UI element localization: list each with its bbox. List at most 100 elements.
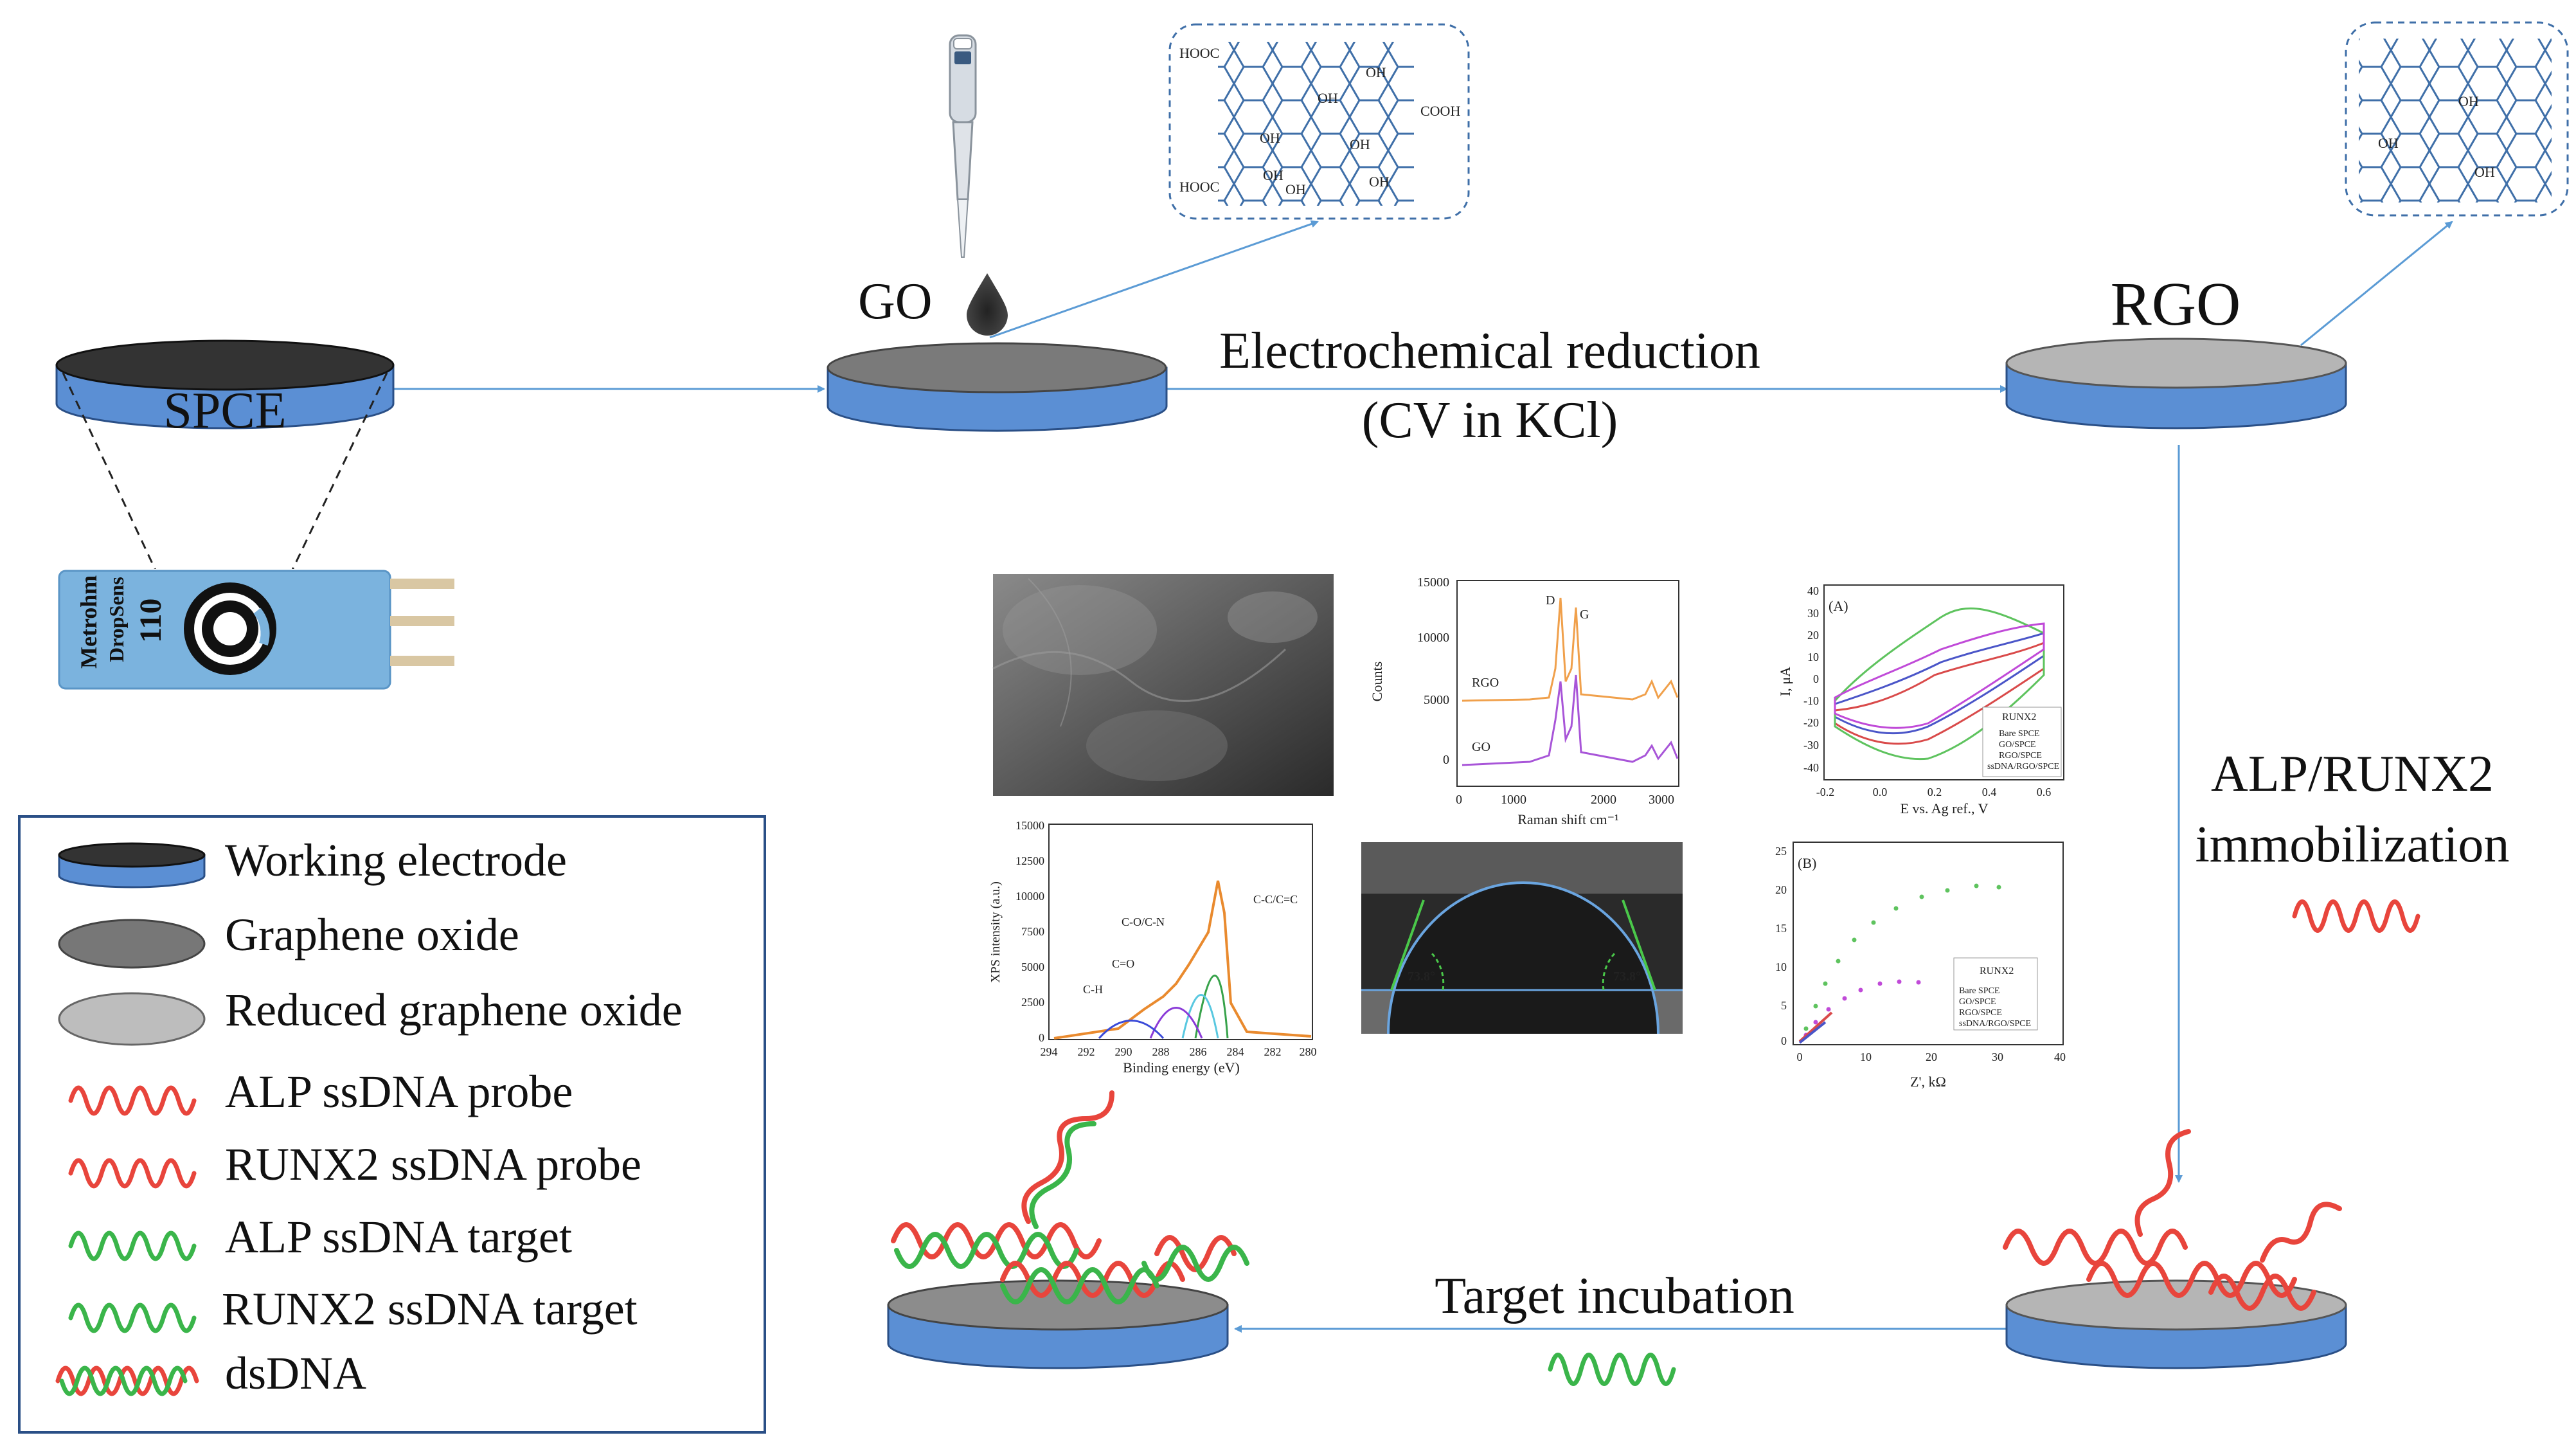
raman-go-curve xyxy=(1462,674,1679,766)
eis-chart: (B) 25 20 15 10 5 0 0 10 20 30 40 Z', kΩ xyxy=(1775,842,2066,1090)
raman-ytick-3: 5000 xyxy=(1424,693,1449,707)
xps-ch-peak xyxy=(1098,1020,1165,1040)
eis-legend-2: GO/SPCE xyxy=(1959,997,1996,1007)
green-wave-icon xyxy=(68,1230,197,1261)
xps-peak-co: C-O/C-N xyxy=(1122,915,1165,928)
contact-angle-left: 73.8° xyxy=(1408,969,1435,984)
legend: Working electrode Graphene oxide Reduced… xyxy=(18,815,766,1434)
cv-xtick-1: -0.2 xyxy=(1816,786,1835,798)
strip-model: 110 xyxy=(134,599,168,643)
xps-xtick-7: 282 xyxy=(1264,1045,1282,1058)
raman-y-ticks: 15000 10000 5000 0 xyxy=(1417,575,1449,767)
xps-ytick-3: 10000 xyxy=(1015,890,1044,903)
xps-ytick-1: 15000 xyxy=(1015,819,1044,832)
droplet-icon xyxy=(967,273,1008,336)
green-wave-icon xyxy=(59,1365,188,1396)
go-group-8: HOOC xyxy=(1179,179,1219,195)
rgo-group-3: OH xyxy=(2474,164,2495,180)
cv-ytick-4: 10 xyxy=(1807,651,1819,663)
raman-xtick-4: 3000 xyxy=(1649,793,1674,807)
go-group-6: OH xyxy=(1350,136,1370,152)
go-group-4: COOH xyxy=(1420,103,1460,119)
reduction-label-line1: Electrochemical reduction xyxy=(1219,323,1760,379)
red-wave-icon xyxy=(68,1085,197,1116)
eis-ssdna-points xyxy=(1803,979,1921,1038)
strip-brand: Metrohm xyxy=(76,575,102,669)
legend-item-graphene-oxide: Graphene oxide xyxy=(58,909,519,969)
go-group-9: OH xyxy=(1285,181,1306,197)
rgo-electrode: RGO xyxy=(2005,269,2347,429)
xps-peak-cc: C-C/C=C xyxy=(1253,893,1298,906)
raman-ytick-1: 15000 xyxy=(1417,575,1449,590)
xps-xtick-3: 290 xyxy=(1115,1045,1132,1058)
eis-xtick-5: 40 xyxy=(2054,1050,2066,1063)
legend-item-runx2-target: RUNX2 ssDNA target xyxy=(68,1283,638,1335)
xps-ytick-2: 12500 xyxy=(1015,854,1044,867)
cv-ytick-8: -30 xyxy=(1803,739,1819,752)
red-wave-icon xyxy=(68,1158,197,1189)
eis-xtick-4: 30 xyxy=(1992,1050,2003,1063)
xps-xtick-2: 292 xyxy=(1078,1045,1095,1058)
xps-cc-peak xyxy=(1194,975,1229,1039)
flow-arrows xyxy=(393,220,2453,1333)
cv-xtick-4: 0.4 xyxy=(1982,786,1997,798)
cv-ytick-5: 0 xyxy=(1813,672,1819,685)
legend-label-8: dsDNA xyxy=(225,1347,366,1399)
go-electrode: GO xyxy=(827,273,1168,432)
legend-label-4: ALP ssDNA probe xyxy=(225,1066,573,1117)
legend-item-alp-probe: ALP ssDNA probe xyxy=(68,1066,573,1117)
eis-ytick-1: 25 xyxy=(1775,845,1787,858)
xps-chart: 15000 12500 10000 7500 5000 2500 0 294 2… xyxy=(988,819,1317,1076)
reduction-label-line2: (CV in KCl) xyxy=(1362,392,1618,449)
strip-product: DropSens xyxy=(105,577,128,662)
eis-ytick-4: 10 xyxy=(1775,960,1787,973)
xps-envelope-curve xyxy=(1053,880,1312,1040)
cv-ytick-3: 20 xyxy=(1807,629,1819,642)
go-group-2: OH xyxy=(1366,64,1386,80)
spce-label: SPCE xyxy=(163,383,286,439)
raman-x-ticks: 0 1000 2000 3000 xyxy=(1456,793,1674,807)
raman-x-label: Raman shift cm⁻¹ xyxy=(1517,811,1619,827)
go-group-7: OH xyxy=(1263,167,1284,183)
raman-xtick-3: 2000 xyxy=(1591,793,1616,807)
cv-ytick-9: -40 xyxy=(1803,761,1819,774)
cv-xtick-5: 0.6 xyxy=(2037,786,2052,798)
cv-ytick-1: 40 xyxy=(1807,584,1819,597)
droplet-profile xyxy=(1387,881,1659,1034)
cv-curve-rgo xyxy=(1834,607,2045,761)
eis-x-label: Z', kΩ xyxy=(1910,1074,1946,1090)
eis-x-ticks: 0 10 20 30 40 xyxy=(1797,1050,2066,1063)
legend-label-3: Reduced graphene oxide xyxy=(225,984,683,1036)
immobilization-probe-wave xyxy=(2292,899,2420,933)
eis-ytick-5: 5 xyxy=(1781,999,1787,1012)
xps-peak-ch: C-H xyxy=(1083,983,1103,996)
xps-co-peak xyxy=(1181,994,1219,1039)
legend-item-working-electrode: Working electrode xyxy=(58,834,567,888)
eis-legend-title: RUNX2 xyxy=(1980,966,2014,977)
xps-x-label: Binding energy (eV) xyxy=(1123,1059,1240,1076)
legend-item-alp-target: ALP ssDNA target xyxy=(68,1211,572,1263)
eis-xtick-2: 10 xyxy=(1860,1050,1872,1063)
raman-xtick-2: 1000 xyxy=(1501,793,1526,807)
cv-curve-ssdna xyxy=(1834,622,2045,729)
xps-xtick-5: 286 xyxy=(1190,1045,1207,1058)
cv-legend-4: ssDNA/RGO/SPCE xyxy=(1987,762,2059,771)
go-group-10: OH xyxy=(1369,174,1390,190)
xps-x-ticks: 294 292 290 288 286 284 282 280 xyxy=(1041,1045,1317,1058)
cv-ytick-6: -10 xyxy=(1803,694,1819,707)
eis-xtick-1: 0 xyxy=(1797,1050,1803,1063)
cv-legend-title: RUNX2 xyxy=(2002,712,2036,723)
eis-panel-label: (B) xyxy=(1798,855,1816,871)
legend-label-2: Graphene oxide xyxy=(225,909,519,960)
sem-image xyxy=(992,574,1334,796)
eis-ytick-2: 20 xyxy=(1775,883,1787,896)
legend-item-runx2-probe: RUNX2 ssDNA probe xyxy=(68,1139,641,1190)
go-molecule: HOOC OH OH COOH OH OH OH HOOC OH OH xyxy=(1168,23,1470,220)
contact-angle-right: 73.8° xyxy=(1613,969,1641,984)
raman-ytick-2: 10000 xyxy=(1417,631,1449,645)
cv-legend-3: RGO/SPCE xyxy=(1999,751,2042,761)
legend-label-7: RUNX2 ssDNA target xyxy=(222,1283,638,1335)
cv-ytick-2: 30 xyxy=(1807,607,1819,620)
electrode-strip: Metrohm DropSens 110 xyxy=(58,569,454,691)
legend-item-dsdna: dsDNA xyxy=(55,1347,366,1399)
